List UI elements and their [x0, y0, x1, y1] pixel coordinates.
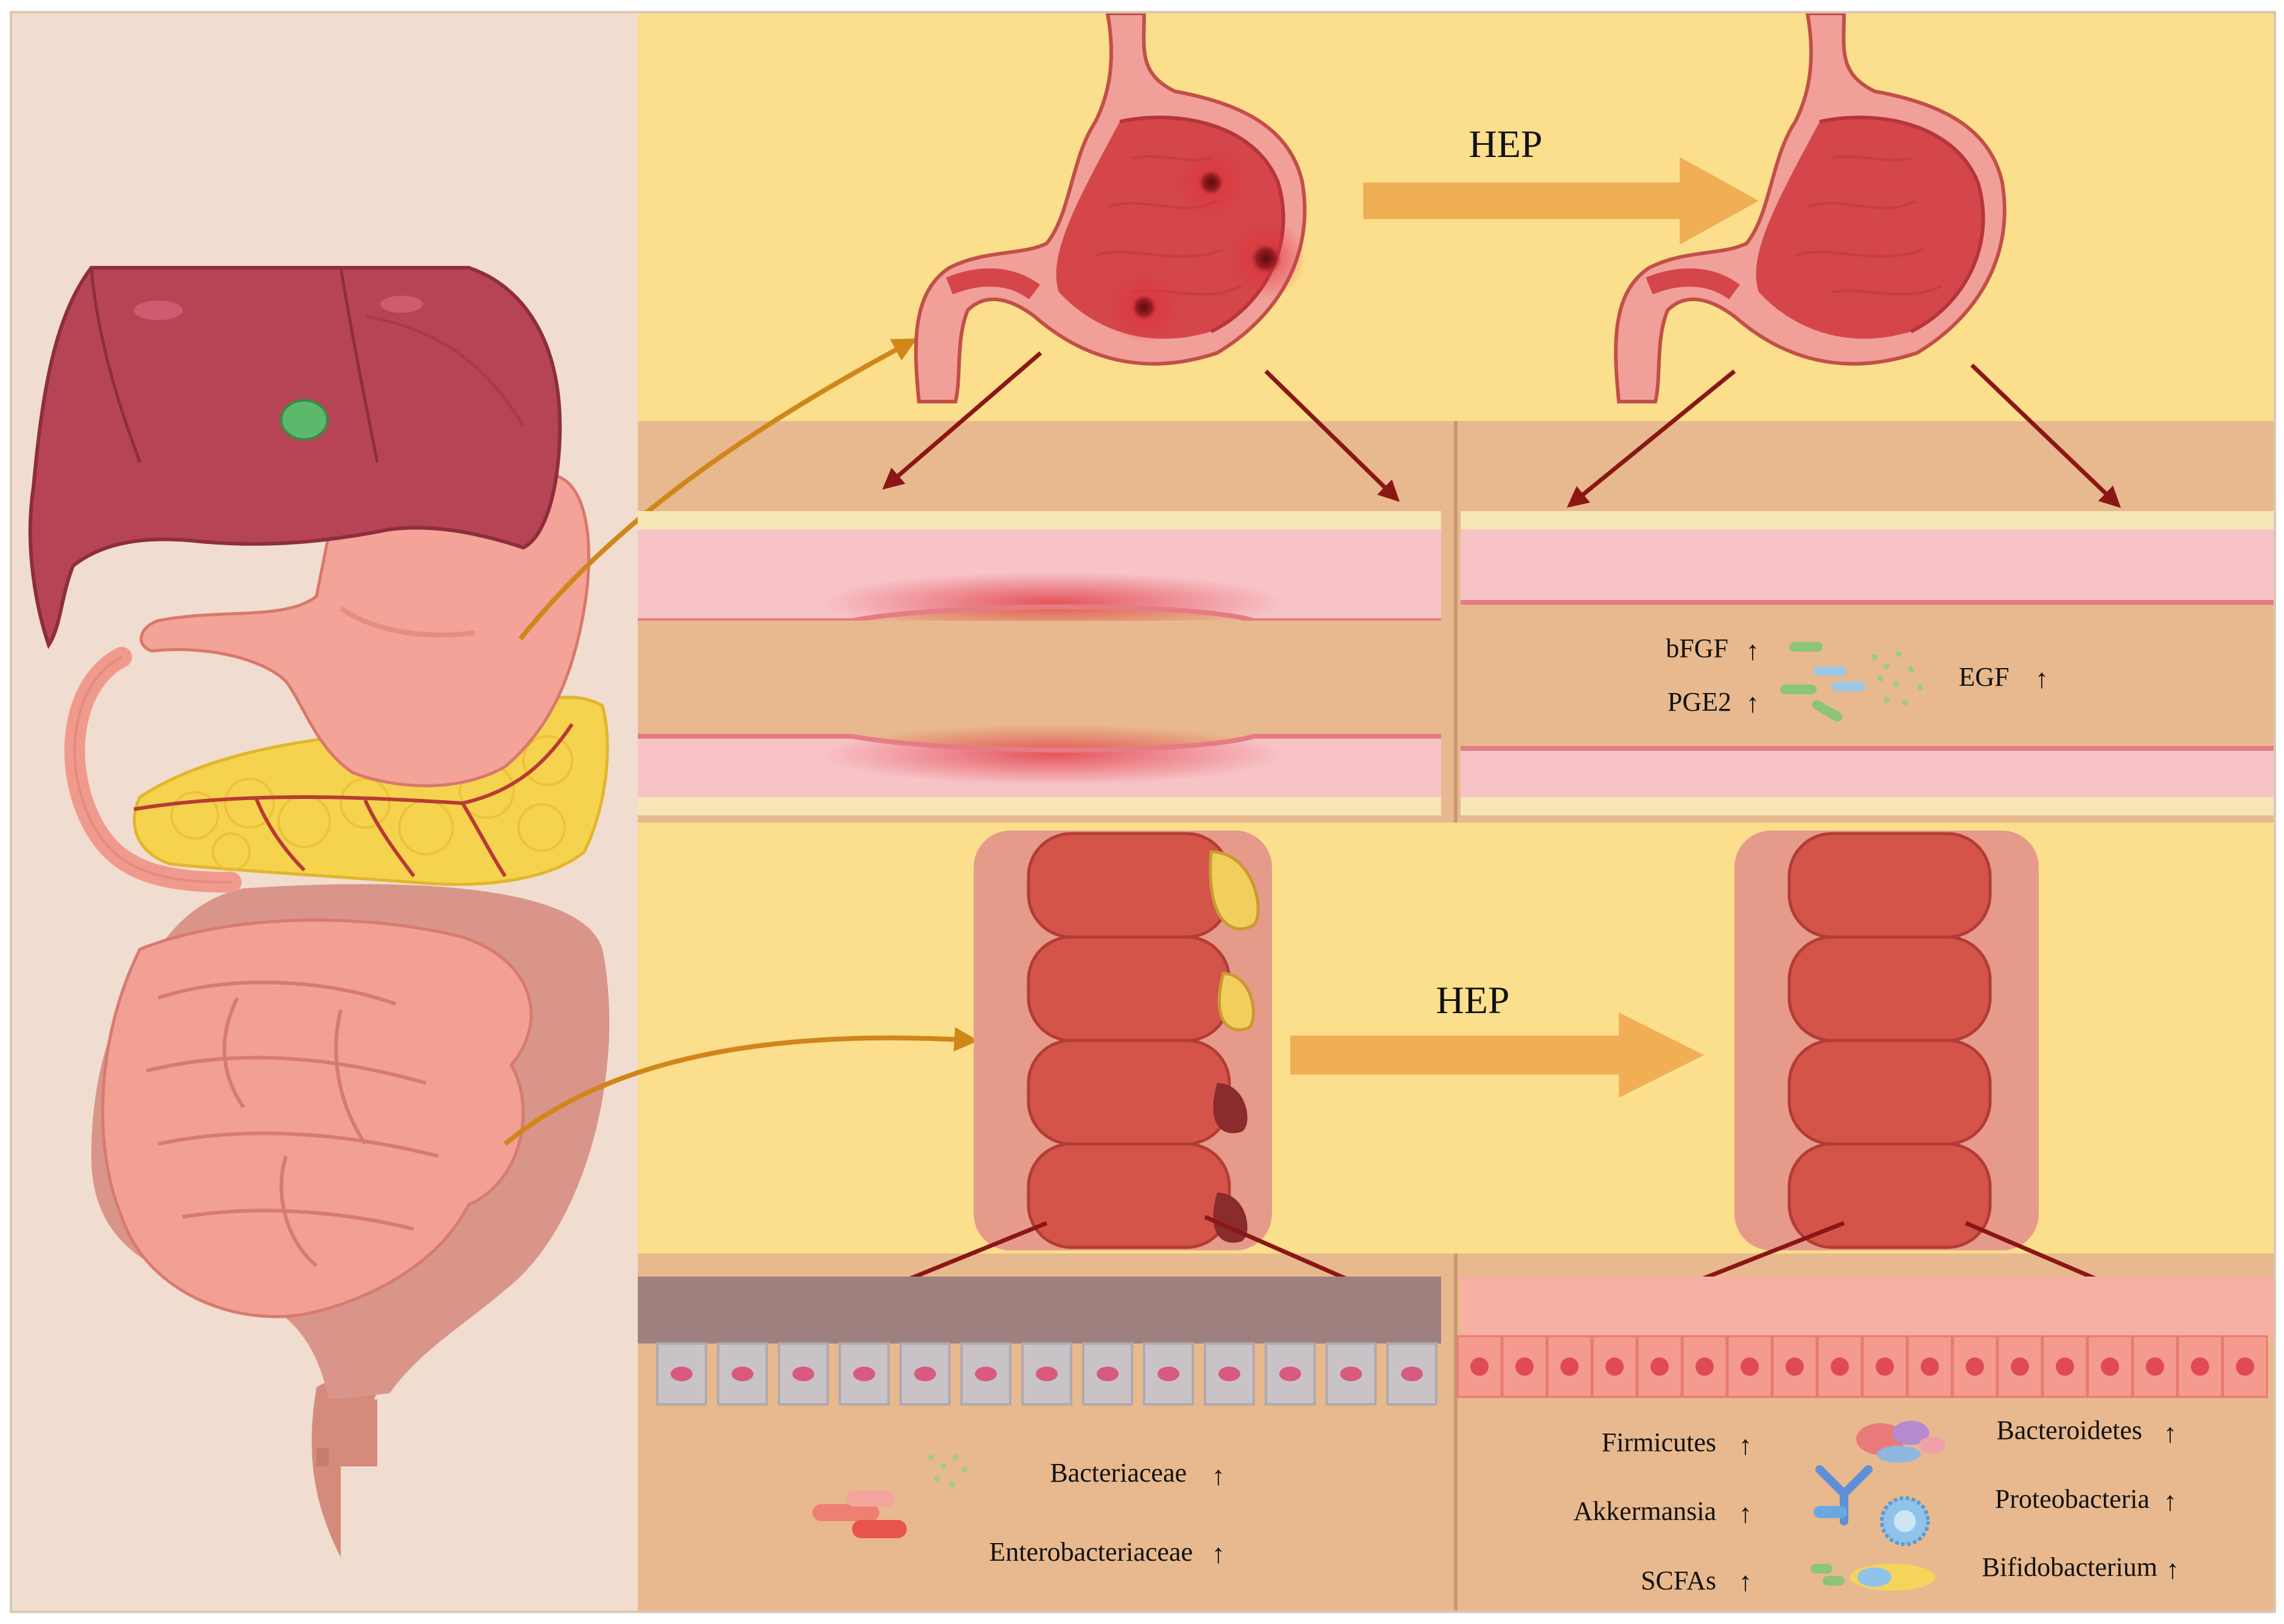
firmicutes-label: Firmicutes	[1602, 1427, 1716, 1457]
pge2-label: PGE2	[1668, 687, 1731, 717]
growth-factor-icons	[1780, 642, 1923, 722]
intestine-hep-arrow	[1290, 1012, 1704, 1098]
bfgf-label: bFGF	[1666, 633, 1728, 663]
intestine-pointer-arrow	[503, 1027, 979, 1146]
gastric-hep-label: HEP	[1469, 122, 1543, 166]
stomach-healed-icon	[1614, 12, 2006, 403]
bifidobacterium-label: Bifidobacterium	[1982, 1552, 2157, 1582]
gallbladder-icon	[280, 399, 329, 441]
scfas-label: SCFAs	[1641, 1566, 1716, 1595]
enterobacteriaceae-label: Enterobacteriaceae	[989, 1537, 1193, 1567]
colon-healed-icon	[1734, 831, 2039, 1250]
bfgf-up-arrow: ↑	[1746, 636, 1759, 666]
microbiota-icons-healed	[1811, 1421, 1946, 1591]
proteobacteria-up-arrow: ↑	[2164, 1486, 2177, 1516]
bifidobacterium-up-arrow: ↑	[2166, 1555, 2179, 1584]
bacteroidetes-label: Bacteroidetes	[1997, 1415, 2142, 1445]
intestine-injured-epithelium	[638, 1277, 1441, 1406]
gastric-injured-mucosa	[638, 511, 1441, 815]
intestine-hep-label: HEP	[1436, 978, 1510, 1022]
gastric-zoom-arrows	[882, 351, 2122, 508]
akkermansia-label: Akkermansia	[1573, 1496, 1716, 1526]
colon-lesioned-icon	[974, 831, 1272, 1250]
intestine-healed-epithelium	[1456, 1277, 2275, 1398]
egf-label: EGF	[1958, 662, 2009, 692]
digestive-system-illustration	[28, 266, 610, 1558]
akkermansia-up-arrow: ↑	[1739, 1499, 1752, 1528]
bacteriaceae-up-arrow: ↑	[1212, 1461, 1225, 1491]
stomach-pointer-arrow	[518, 338, 918, 641]
pge2-up-arrow: ↑	[1746, 688, 1759, 718]
gastric-healed-mucosa	[1461, 511, 2275, 815]
bacteroidetes-up-arrow: ↑	[2164, 1418, 2177, 1448]
gastric-hep-arrow	[1363, 157, 1759, 245]
firmicutes-up-arrow: ↑	[1739, 1431, 1752, 1460]
bacteriaceae-label: Bacteriaceae	[1050, 1458, 1187, 1488]
egf-up-arrow: ↑	[2035, 664, 2048, 694]
stomach-injured-icon	[914, 12, 1307, 403]
scfas-up-arrow: ↑	[1739, 1567, 1752, 1597]
proteobacteria-label: Proteobacteria	[1995, 1484, 2150, 1514]
bacteria-icon-injured	[812, 1454, 968, 1538]
enterobacteriaceae-up-arrow: ↑	[1212, 1539, 1225, 1569]
